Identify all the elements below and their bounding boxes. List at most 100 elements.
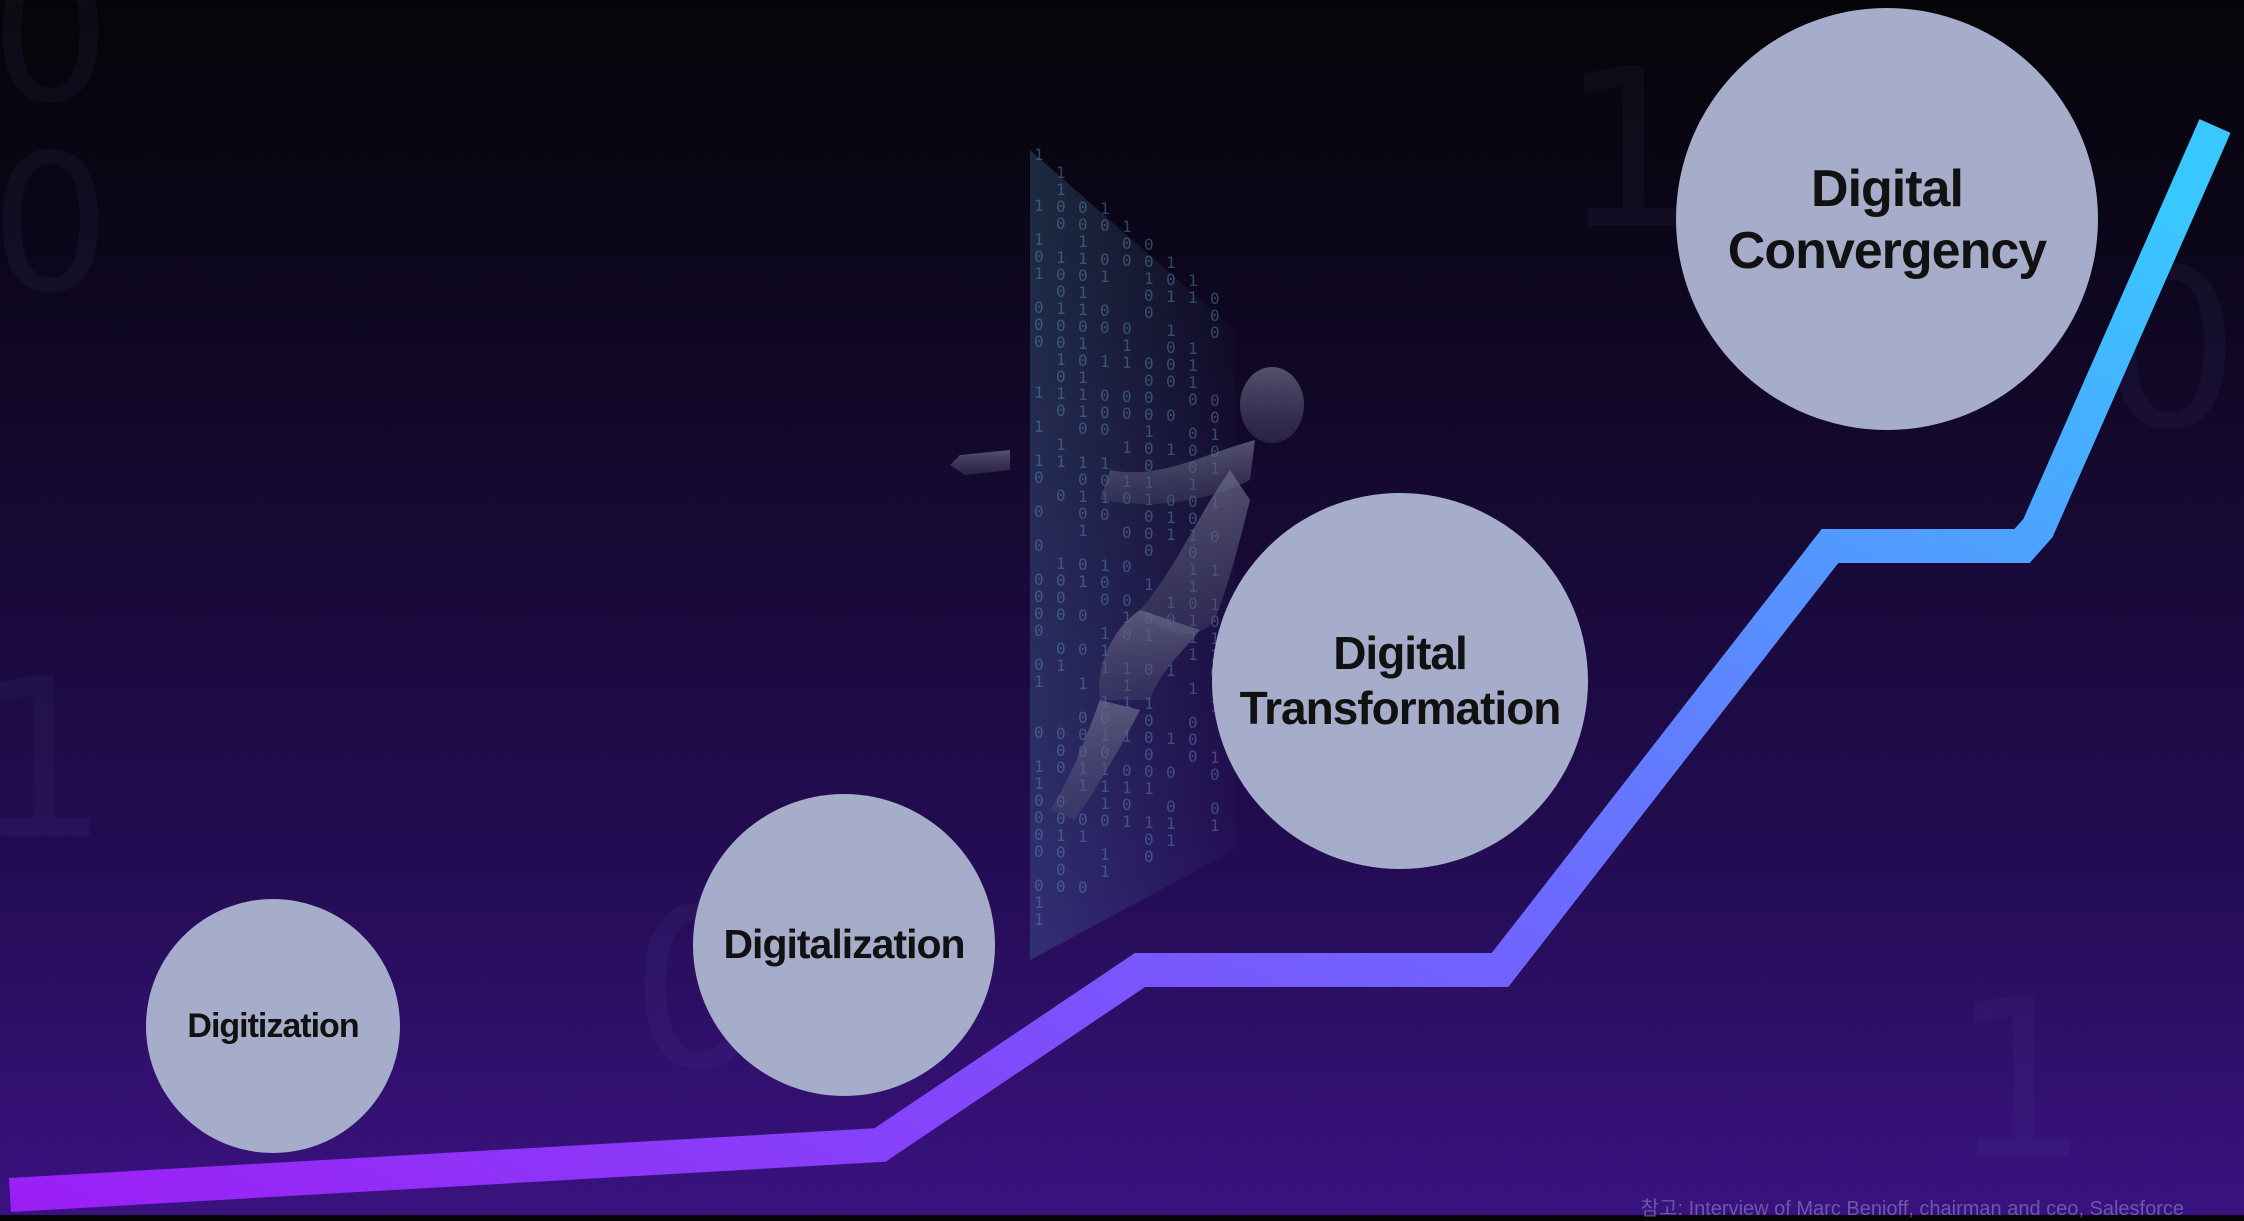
binary-digit: 1 bbox=[1100, 641, 1110, 660]
binary-digit: 1 bbox=[1210, 748, 1220, 767]
binary-digit: 1 bbox=[1100, 794, 1110, 813]
binary-digit: 0 bbox=[1034, 315, 1044, 334]
binary-digit: 1 bbox=[1100, 777, 1110, 796]
binary-digit: 0 bbox=[1056, 741, 1066, 760]
binary-digit: 1 bbox=[1034, 672, 1044, 691]
binary-digit: 0 bbox=[1100, 471, 1110, 490]
binary-digit: 0 bbox=[1034, 468, 1044, 487]
binary-digit: 1 bbox=[1100, 267, 1110, 286]
binary-digit: 1 bbox=[1034, 774, 1044, 793]
binary-digit: 0 bbox=[1056, 605, 1066, 624]
binary-digit: 1 bbox=[1100, 845, 1110, 864]
binary-digit: 1 bbox=[1056, 248, 1066, 267]
stage-digitization-label: Digitization bbox=[187, 1006, 359, 1045]
binary-digit: 0 bbox=[1056, 333, 1066, 352]
binary-digit: 0 bbox=[1034, 621, 1044, 640]
binary-digit: 1 bbox=[1166, 729, 1176, 748]
binary-digit: 0 bbox=[1188, 424, 1198, 443]
binary-digit: 1 bbox=[1144, 422, 1154, 441]
binary-digit: 0 bbox=[1034, 247, 1044, 266]
binary-digit: 0 bbox=[1166, 355, 1176, 374]
binary-digit: 0 bbox=[1210, 799, 1220, 818]
binary-digit: 1 bbox=[1166, 440, 1176, 459]
binary-digit: 0 bbox=[1078, 555, 1088, 574]
binary-digit: 0 bbox=[1166, 270, 1176, 289]
binary-digit: 1 bbox=[1144, 269, 1154, 288]
binary-digit: 1 bbox=[1166, 525, 1176, 544]
binary-digit: 0 bbox=[1034, 332, 1044, 351]
binary-digit: 0 bbox=[1056, 877, 1066, 896]
binary-digit: 0 bbox=[1122, 387, 1132, 406]
binary-digit: 0 bbox=[1034, 808, 1044, 827]
binary-digit: 1 bbox=[1188, 373, 1198, 392]
binary-digit: 0 bbox=[1056, 197, 1066, 216]
binary-digit: 0 bbox=[1078, 266, 1088, 285]
binary-digit: 1 bbox=[1210, 425, 1220, 444]
binary-digit: 0 bbox=[1144, 830, 1154, 849]
binary-digit: 1 bbox=[1188, 288, 1198, 307]
binary-digit: 1 bbox=[1034, 145, 1044, 164]
binary-digit: 1 bbox=[1100, 624, 1110, 643]
binary-digit: 1 bbox=[1144, 694, 1154, 713]
binary-digit: 1 bbox=[1034, 451, 1044, 470]
binary-digit: 0 bbox=[1056, 588, 1066, 607]
binary-digit: 0 bbox=[1144, 371, 1154, 390]
binary-digit: 1 bbox=[1100, 352, 1110, 371]
binary-digit: 0 bbox=[1034, 825, 1044, 844]
binary-digit: 1 bbox=[1034, 757, 1044, 776]
binary-digit: 0 bbox=[1034, 298, 1044, 317]
binary-digit: 0 bbox=[1100, 386, 1110, 405]
binary-digit: 0 bbox=[1100, 250, 1110, 269]
stage-digital-transformation-circle: Digital Transformation bbox=[1212, 493, 1588, 869]
binary-digit: 1 bbox=[1078, 487, 1088, 506]
binary-digit: 0 bbox=[1056, 486, 1066, 505]
binary-digit: 0 bbox=[1056, 571, 1066, 590]
binary-digit: 1 bbox=[1122, 608, 1132, 627]
binary-digit: 1 bbox=[1056, 350, 1066, 369]
binary-digit: 0 bbox=[1056, 401, 1066, 420]
binary-digit: 0 bbox=[1122, 795, 1132, 814]
binary-digit: 1 bbox=[1034, 264, 1044, 283]
binary-wall-illustration: 1110100011100000000101100000111100100100… bbox=[1030, 145, 1235, 960]
binary-digit: 1 bbox=[1188, 645, 1198, 664]
binary-digit: 1 bbox=[1122, 778, 1132, 797]
binary-digit: 1 bbox=[1100, 454, 1110, 473]
binary-digit: 1 bbox=[1210, 816, 1220, 835]
binary-digit: 1 bbox=[1166, 508, 1176, 527]
background-digit: 1 bbox=[0, 632, 110, 888]
binary-digit: 1 bbox=[1166, 831, 1176, 850]
stage-digitalization-circle: Digitalization bbox=[693, 794, 995, 1096]
binary-digit: 0 bbox=[1144, 728, 1154, 747]
binary-digit: 0 bbox=[1122, 319, 1132, 338]
binary-digit: 0 bbox=[1100, 403, 1110, 422]
binary-digit: 1 bbox=[1188, 356, 1198, 375]
binary-digit: 1 bbox=[1188, 339, 1198, 358]
binary-digit: 0 bbox=[1144, 524, 1154, 543]
binary-digit: 0 bbox=[1078, 725, 1088, 744]
binary-digit: 0 bbox=[1122, 591, 1132, 610]
binary-digit: 0 bbox=[1034, 570, 1044, 589]
binary-digit: 0 bbox=[1078, 215, 1088, 234]
binary-digit: 0 bbox=[1210, 323, 1220, 342]
binary-digit: 0 bbox=[1144, 405, 1154, 424]
growth-curve-line bbox=[9, 119, 2231, 1212]
binary-digit: 0 bbox=[1078, 317, 1088, 336]
binary-digit: 0 bbox=[1056, 639, 1066, 658]
binary-digit: 0 bbox=[1056, 214, 1066, 233]
binary-digit: 1 bbox=[1078, 249, 1088, 268]
binary-digit: 0 bbox=[1078, 419, 1088, 438]
binary-digit: 0 bbox=[1144, 847, 1154, 866]
binary-digit: 0 bbox=[1056, 758, 1066, 777]
binary-digit: 1 bbox=[1034, 910, 1044, 929]
binary-digit: 0 bbox=[1056, 860, 1066, 879]
binary-digit: 0 bbox=[1144, 541, 1154, 560]
binary-digit: 0 bbox=[1056, 367, 1066, 386]
stage-digital-convergency-circle: Digital Convergency bbox=[1676, 8, 2098, 430]
binary-digit: 0 bbox=[1144, 711, 1154, 730]
binary-digit: 0 bbox=[1210, 612, 1220, 631]
binary-digit: 1 bbox=[1056, 554, 1066, 573]
binary-digit: 0 bbox=[1166, 338, 1176, 357]
binary-digit: 0 bbox=[1078, 606, 1088, 625]
binary-digit: 1 bbox=[1078, 232, 1088, 251]
binary-digit: 1 bbox=[1056, 435, 1066, 454]
